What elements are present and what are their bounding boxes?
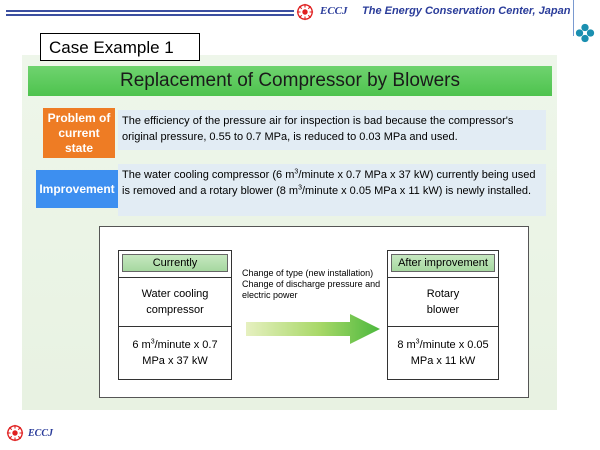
change-line-pressure: Change of discharge pressure and electri… [242,279,381,300]
after-equipment: Rotary blower [388,277,498,327]
header-organization: The Energy Conservation Center, Japan [362,5,571,17]
problem-tag: Problem of current state [43,108,115,158]
header-rule-top [6,10,294,12]
header-rule-bottom [6,14,294,16]
header-brand: ECCJ [320,5,348,17]
after-spec: 8 m3/minute x 0.05 MPa x 11 kW [397,338,489,367]
footer-brand: ECCJ [28,428,54,439]
current-equipment-box: Currently Water cooling compressor 6 m3/… [118,250,232,380]
footer-eccj-logo-icon [6,424,24,442]
case-title: Case Example 1 [40,33,200,61]
side-rule [573,0,574,36]
after-label: After improvement [391,254,495,272]
eccj-logo-icon [296,3,314,21]
after-equipment-box: After improvement Rotary blower 8 m3/min… [387,250,499,380]
problem-text: The efficiency of the pressure air for i… [118,110,546,150]
slide-heading: Replacement of Compressor by Blowers [28,66,552,96]
current-label: Currently [122,254,228,272]
right-arrow-icon [246,314,380,344]
change-line-type: Change of type (new installation) [242,268,374,278]
change-description: Change of type (new installation) Change… [242,268,387,301]
current-spec: 6 m3/minute x 0.7 MPa x 37 kW [132,338,218,367]
improvement-tag: Improvement [36,170,118,208]
clover-icon [575,23,595,43]
improvement-text: The water cooling compressor (6 m3/minut… [118,164,546,216]
current-equipment: Water cooling compressor [119,277,231,327]
